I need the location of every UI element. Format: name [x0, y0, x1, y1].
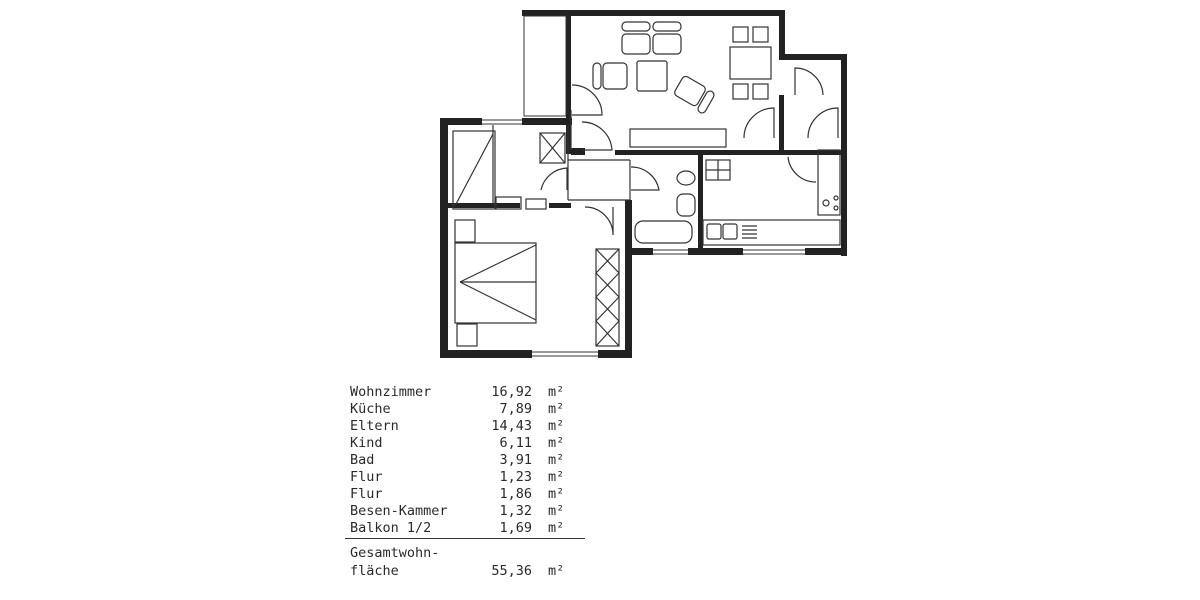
room-area: 14,43 [491, 418, 532, 434]
interior-lines [492, 110, 631, 205]
area-row: Bad 3,91 m² [350, 452, 590, 469]
room-area: 1,86 [499, 486, 532, 502]
area-unit: m² [548, 486, 565, 502]
area-row: Eltern 14,43 m² [350, 418, 590, 435]
living-room-furniture [592, 21, 772, 148]
area-unit: m² [548, 520, 565, 536]
total-label-row: Gesamtwohn- [350, 545, 590, 562]
area-unit: m² [548, 563, 565, 579]
area-row: Küche 7,89 m² [350, 401, 590, 418]
sum-divider [345, 538, 585, 539]
area-row: Besen-Kammer 1,32 m² [350, 503, 590, 520]
exterior-walls [440, 10, 847, 358]
area-unit: m² [548, 401, 565, 417]
bedroom-furniture [454, 219, 620, 347]
area-unit: m² [548, 384, 565, 400]
doors [540, 67, 839, 236]
kitchen-fixtures [702, 149, 841, 246]
area-row: Flur 1,23 m² [350, 469, 590, 486]
child-room-furniture [452, 130, 566, 210]
area-unit: m² [548, 452, 565, 468]
room-name: Flur [350, 486, 383, 502]
room-area: 1,32 [499, 503, 532, 519]
room-name: Besen-Kammer [350, 503, 448, 519]
room-area: 1,23 [499, 469, 532, 485]
total-label-line2: fläche [350, 563, 399, 579]
area-unit: m² [548, 435, 565, 451]
room-name: Küche [350, 401, 391, 417]
balcony [523, 15, 567, 117]
room-area: 3,91 [499, 452, 532, 468]
room-name: Eltern [350, 418, 399, 434]
room-name: Wohnzimmer [350, 384, 432, 400]
area-unit: m² [548, 469, 565, 485]
room-area: 16,92 [491, 384, 532, 400]
total-area: 55,36 [491, 563, 532, 579]
room-area: 7,89 [499, 401, 532, 417]
bathroom-fixtures [634, 170, 696, 244]
area-row: Kind 6,11 m² [350, 435, 590, 452]
windows [482, 119, 805, 357]
area-row: Balkon 1/2 1,69 m² [350, 520, 590, 537]
room-name: Bad [350, 452, 375, 468]
area-unit: m² [548, 503, 565, 519]
room-area: 1,69 [499, 520, 532, 536]
room-name: Balkon 1/2 [350, 520, 432, 536]
area-row: Wohnzimmer 16,92 m² [350, 384, 590, 401]
room-name: Kind [350, 435, 383, 451]
area-unit: m² [548, 418, 565, 434]
area-row: Flur 1,86 m² [350, 486, 590, 503]
room-name: Flur [350, 469, 383, 485]
total-label-line1: Gesamtwohn- [350, 545, 440, 561]
total-row: fläche 55,36 m² [350, 563, 590, 580]
room-area: 6,11 [499, 435, 532, 451]
